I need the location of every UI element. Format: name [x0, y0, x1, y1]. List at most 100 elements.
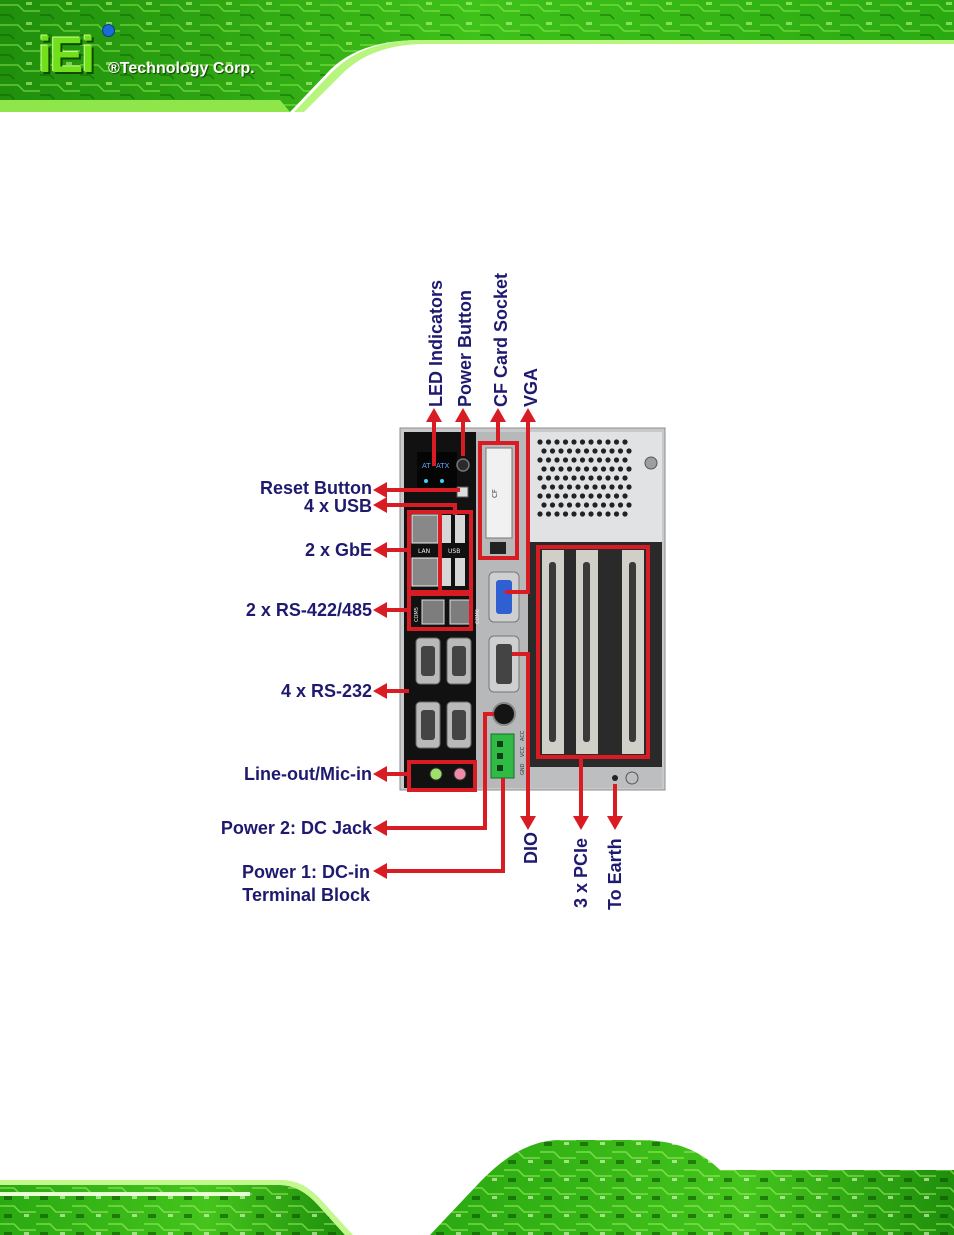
label-audio: Line-out/Mic-in — [244, 764, 372, 784]
vent-hole — [558, 484, 563, 489]
label-cf-card-socket: CF Card Socket — [491, 273, 511, 407]
vent-hole — [622, 511, 627, 516]
vent-hole — [575, 448, 580, 453]
rs422-port-1-icon — [422, 600, 444, 624]
vent-hole — [609, 466, 614, 471]
vent-hole — [571, 439, 576, 444]
vent-hole — [584, 484, 589, 489]
vent-hole — [580, 493, 585, 498]
vent-hole — [601, 448, 606, 453]
vent-hole — [541, 484, 546, 489]
vent-hole — [567, 466, 572, 471]
vent-hole — [622, 457, 627, 462]
panel-gnd-label: GND — [520, 763, 526, 775]
panel-vcc-label: VCC — [520, 746, 526, 757]
vent-hole — [550, 466, 555, 471]
vent-hole — [541, 502, 546, 507]
lan-port-1-icon — [412, 515, 438, 543]
vent-hole — [550, 448, 555, 453]
vent-hole — [554, 511, 559, 516]
vent-hole — [588, 511, 593, 516]
label-power1-line2: Terminal Block — [242, 885, 371, 905]
vent-hole — [546, 475, 551, 480]
vent-hole — [558, 448, 563, 453]
vent-hole — [609, 484, 614, 489]
vent-hole — [592, 484, 597, 489]
vent-hole — [605, 493, 610, 498]
vent-hole — [605, 457, 610, 462]
vent-hole — [554, 457, 559, 462]
vent-hole — [546, 457, 551, 462]
vent-hole — [541, 466, 546, 471]
vent-hole — [554, 439, 559, 444]
led-1-icon — [424, 479, 428, 483]
vent-hole — [584, 466, 589, 471]
vent-hole — [626, 502, 631, 507]
vent-hole — [550, 502, 555, 507]
vent-hole — [575, 502, 580, 507]
lan-port-2-icon — [412, 558, 438, 586]
panel-cf-label: CF — [491, 489, 499, 498]
vent-hole — [563, 457, 568, 462]
dc-jack-icon — [493, 703, 515, 725]
vent-hole — [546, 511, 551, 516]
vent-hole — [601, 466, 606, 471]
label-power2: Power 2: DC Jack — [221, 818, 373, 838]
vent-hole — [618, 484, 623, 489]
panel-com6-label: COM6 — [475, 609, 481, 624]
vent-hole — [563, 493, 568, 498]
vent-hole — [601, 484, 606, 489]
vent-hole — [546, 439, 551, 444]
vent-hole — [614, 511, 619, 516]
pcie-brackets — [542, 550, 644, 754]
label-dio: DIO — [521, 832, 541, 864]
vent-hole — [605, 475, 610, 480]
vent-hole — [622, 493, 627, 498]
vent-hole — [592, 448, 597, 453]
vent-hole — [580, 457, 585, 462]
panel-usb-label: USB — [448, 548, 460, 555]
vent-hole — [597, 511, 602, 516]
vent-hole — [614, 475, 619, 480]
label-rs232: 4 x RS-232 — [281, 681, 372, 701]
vent-hole — [571, 493, 576, 498]
panel-at-label: AT — [422, 462, 431, 470]
vent-hole — [571, 475, 576, 480]
vent-hole — [537, 457, 542, 462]
vent-hole — [575, 466, 580, 471]
vent-hole — [622, 439, 627, 444]
vent-hole — [601, 502, 606, 507]
vent-hole — [605, 511, 610, 516]
label-rs422: 2 x RS-422/485 — [246, 600, 372, 620]
vent-hole — [592, 502, 597, 507]
cf-slot: CF — [486, 448, 512, 554]
vent-hole — [554, 493, 559, 498]
label-pcie: 3 x PCIe — [571, 838, 591, 908]
power-button-icon — [457, 459, 469, 471]
usb-port-1-icon — [441, 515, 451, 543]
vent-hole — [626, 466, 631, 471]
vent-hole — [597, 457, 602, 462]
vent-hole — [618, 466, 623, 471]
label-gbe: 2 x GbE — [305, 540, 372, 560]
vent-hole — [558, 466, 563, 471]
panel-com5-label: COM5 — [414, 607, 420, 622]
vent-hole — [554, 475, 559, 480]
vent-hole — [588, 439, 593, 444]
vent-hole — [588, 475, 593, 480]
vent-hole — [537, 493, 542, 498]
label-led-indicators: LED Indicators — [426, 280, 446, 407]
vent-hole — [592, 466, 597, 471]
vent-hole — [584, 502, 589, 507]
vent-hole — [550, 484, 555, 489]
vent-hole — [537, 439, 542, 444]
vent-hole — [563, 475, 568, 480]
vent-hole — [580, 475, 585, 480]
usb-port-2-icon — [455, 515, 465, 543]
line-out-jack-icon — [430, 768, 442, 780]
vent-hole — [580, 439, 585, 444]
vent-hole — [597, 475, 602, 480]
usb-port-3-icon — [441, 558, 451, 586]
vent-hole — [567, 448, 572, 453]
